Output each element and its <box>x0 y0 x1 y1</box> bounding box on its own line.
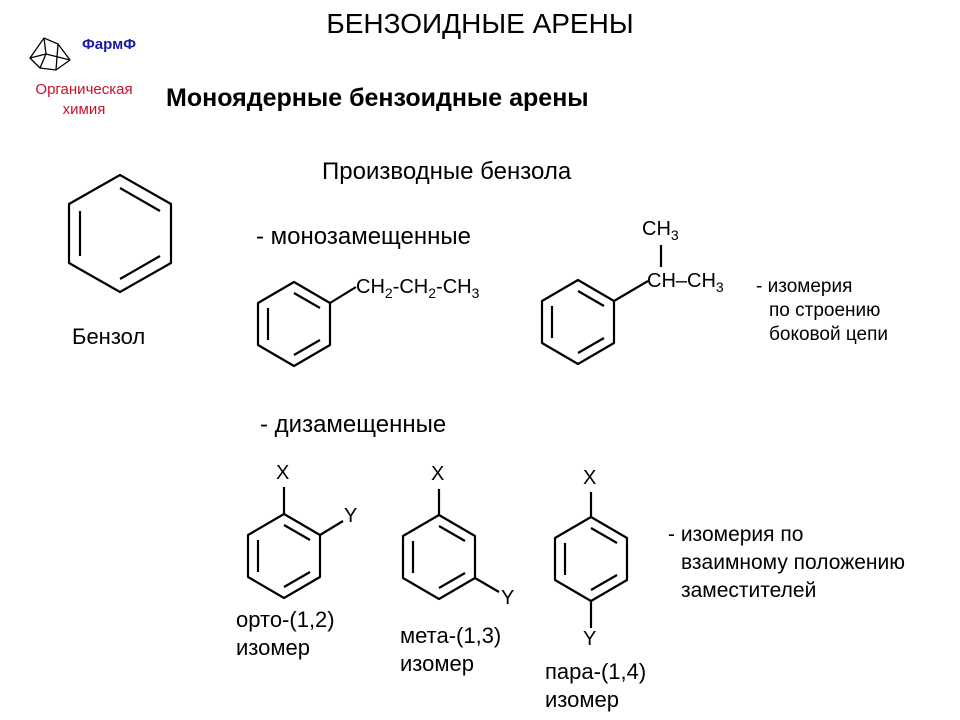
meta-caption: мета-(1,3) изомер <box>400 623 502 676</box>
logo-subtitle: Органическая химия <box>35 81 133 118</box>
para-ring <box>553 492 629 628</box>
di-note: - изомерия по взаимному положению замест… <box>668 523 906 602</box>
di-label: - дизамещенные <box>260 411 447 438</box>
isopropyl-methyl-top: CH3 <box>642 218 679 243</box>
ortho-ring <box>246 487 344 600</box>
benzene-label: Бензол <box>72 324 146 349</box>
para-y: Y <box>583 628 597 650</box>
main-heading: Моноядерные бензоидные арены <box>166 84 589 112</box>
para-caption: пара-(1,4) изомер <box>545 659 647 712</box>
mono-label: - монозамещенные <box>256 223 471 250</box>
derivatives-heading: Производные бензола <box>322 158 572 185</box>
page-title: БЕНЗОИДНЫЕ АРЕНЫ <box>326 8 634 39</box>
isopropyl-ch: CH–CH3 <box>647 270 724 295</box>
para-x: X <box>583 467 597 489</box>
isopropylbenzene-ring <box>540 245 663 366</box>
ortho-y: Y <box>344 505 358 527</box>
meta-ring <box>401 489 500 601</box>
meta-x: X <box>431 463 445 485</box>
mono-note: - изомерия по строению боковой цепи <box>756 276 889 345</box>
ortho-x: X <box>276 462 290 484</box>
benzene-ring <box>67 173 173 294</box>
propyl-chain: CH2-CH2-CH3 <box>356 276 480 301</box>
meta-y: Y <box>501 587 515 609</box>
propylbenzene-ring <box>256 280 357 368</box>
adamantane-icon <box>29 37 71 71</box>
logo-name: ФармФ <box>82 36 137 53</box>
ortho-caption: орто-(1,2) изомер <box>236 607 335 660</box>
